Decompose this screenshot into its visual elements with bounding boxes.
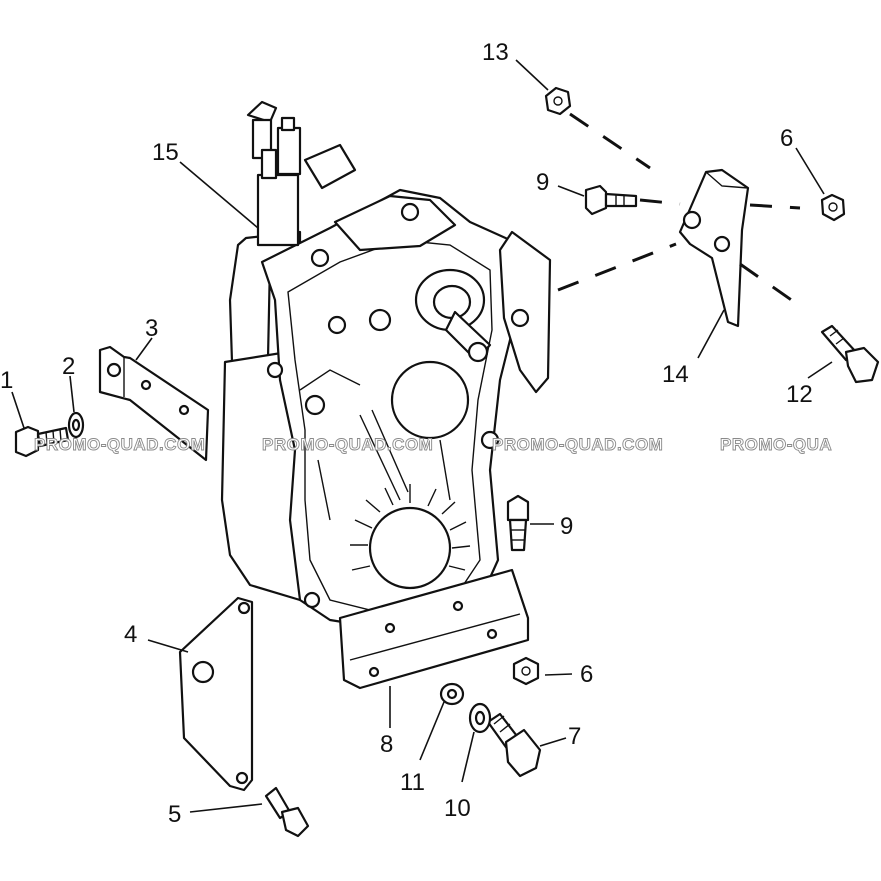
callout-5: 5: [168, 801, 181, 828]
bolt-7: [486, 712, 542, 778]
sensor-switch-15: [246, 100, 357, 247]
callout-7: 7: [568, 723, 581, 750]
callout-1: 1: [0, 367, 13, 394]
gearbox-housing: [220, 188, 522, 630]
callout-2: 2: [62, 353, 75, 380]
bolt-12: [820, 324, 880, 384]
callout-14: 14: [662, 361, 689, 388]
callout-9b: 9: [560, 513, 573, 540]
housing-mounting-flange: [498, 230, 552, 394]
watermark-1: PROMO-QUAD.COM: [34, 435, 205, 454]
plate-4: [178, 596, 254, 792]
bolt-9-lower: [506, 494, 530, 552]
bracket-8: [338, 568, 530, 690]
bracket-14: [678, 168, 750, 328]
nut-13: [544, 86, 572, 116]
bolt-1: [14, 425, 70, 458]
watermark-3: PROMO-QUAD.COM: [492, 435, 663, 454]
bolt-5: [264, 786, 310, 838]
callout-6a: 6: [780, 125, 793, 152]
watermark-2: PROMO-QUAD.COM: [262, 435, 433, 454]
callout-10: 10: [444, 795, 471, 822]
callout-15: 15: [152, 139, 179, 166]
assembly-dash-lines: [557, 112, 801, 308]
watermark-row: PROMO-QUAD.COM PROMO-QUAD.COM PROMO-QUAD…: [34, 435, 833, 455]
washer-2: [67, 411, 85, 439]
callout-8: 8: [380, 731, 393, 758]
callout-9a: 9: [536, 169, 549, 196]
nut-6-lower: [512, 656, 540, 686]
washer-10: [468, 702, 492, 734]
leader-lines: [11, 59, 833, 813]
callout-3: 3: [145, 315, 158, 342]
bracket-3: [98, 345, 210, 462]
callout-13: 13: [482, 39, 509, 66]
callout-11: 11: [400, 769, 425, 796]
bolt-9-upper: [584, 184, 638, 216]
callout-4: 4: [124, 621, 137, 648]
callout-labels: 1 2 3 4 5 6 6 7 8 9 9 10 11 12 13 14 15: [0, 39, 813, 828]
callout-12: 12: [786, 381, 813, 408]
nut-6-upper: [820, 193, 846, 222]
watermark-4: PROMO-QUA: [720, 435, 832, 454]
washer-11: [439, 682, 465, 706]
callout-6b: 6: [580, 661, 593, 688]
